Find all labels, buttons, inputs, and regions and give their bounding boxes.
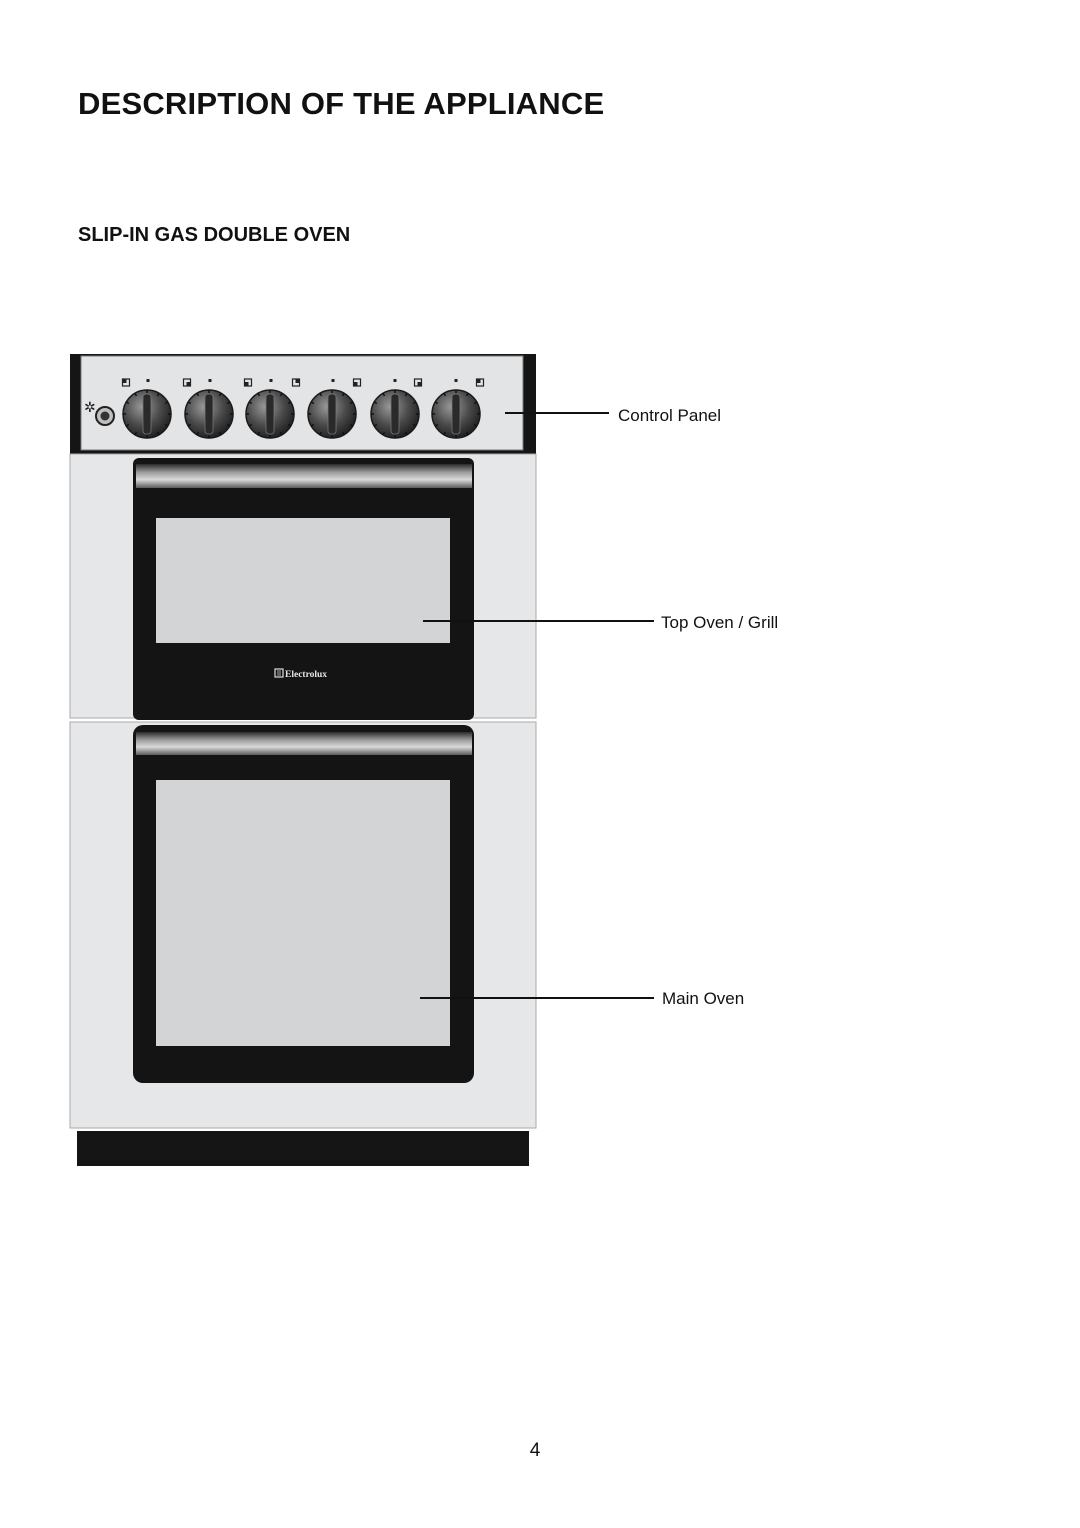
page-title: DESCRIPTION OF THE APPLIANCE [78, 86, 605, 121]
knob-position-dot [146, 379, 150, 382]
control-knobs [121, 378, 485, 439]
plinth [77, 1131, 529, 1166]
burner-symbol-fill [295, 379, 300, 383]
main-oven [69, 721, 537, 1129]
burner-symbol-fill [353, 382, 358, 386]
page-number: 4 [529, 1440, 541, 1461]
top-oven-handle [136, 464, 472, 488]
top-oven: Electrolux [69, 453, 537, 720]
control-knob [184, 389, 234, 439]
main-oven-leader [420, 997, 654, 999]
knob-position-dot [331, 379, 335, 382]
burner-symbol-fill [244, 382, 249, 386]
top-oven-leader [423, 620, 654, 622]
main-oven-label: Main Oven [662, 989, 745, 1008]
control-panel-leader [505, 412, 609, 414]
spark-icon: ✲ [84, 400, 96, 416]
main-oven-window [156, 780, 450, 1046]
knob-position-dot [269, 379, 273, 382]
top-oven-window [156, 518, 450, 643]
burner-symbol-fill [417, 382, 422, 386]
control-knob [245, 389, 295, 439]
burner-symbol-fill [476, 379, 481, 383]
main-oven-handle [136, 732, 472, 755]
control-knob [370, 389, 420, 439]
section-subtitle: SLIP-IN GAS DOUBLE OVEN [78, 224, 351, 246]
brand-logo: Electrolux [274, 668, 327, 680]
knob-position-dot [393, 379, 397, 382]
ignition-button: ✲ [84, 400, 115, 426]
burner-symbol-fill [122, 379, 127, 383]
control-panel-label: Control Panel [618, 406, 722, 425]
control-knob [122, 389, 172, 439]
brand-logo-text: Electrolux [285, 670, 327, 680]
knob-position-dot [454, 379, 458, 382]
burner-symbol-fill [186, 382, 191, 386]
control-knob [431, 389, 481, 439]
top-oven-label: Top Oven / Grill [661, 613, 779, 632]
control-knob [307, 389, 357, 439]
knob-position-dot [208, 379, 212, 382]
